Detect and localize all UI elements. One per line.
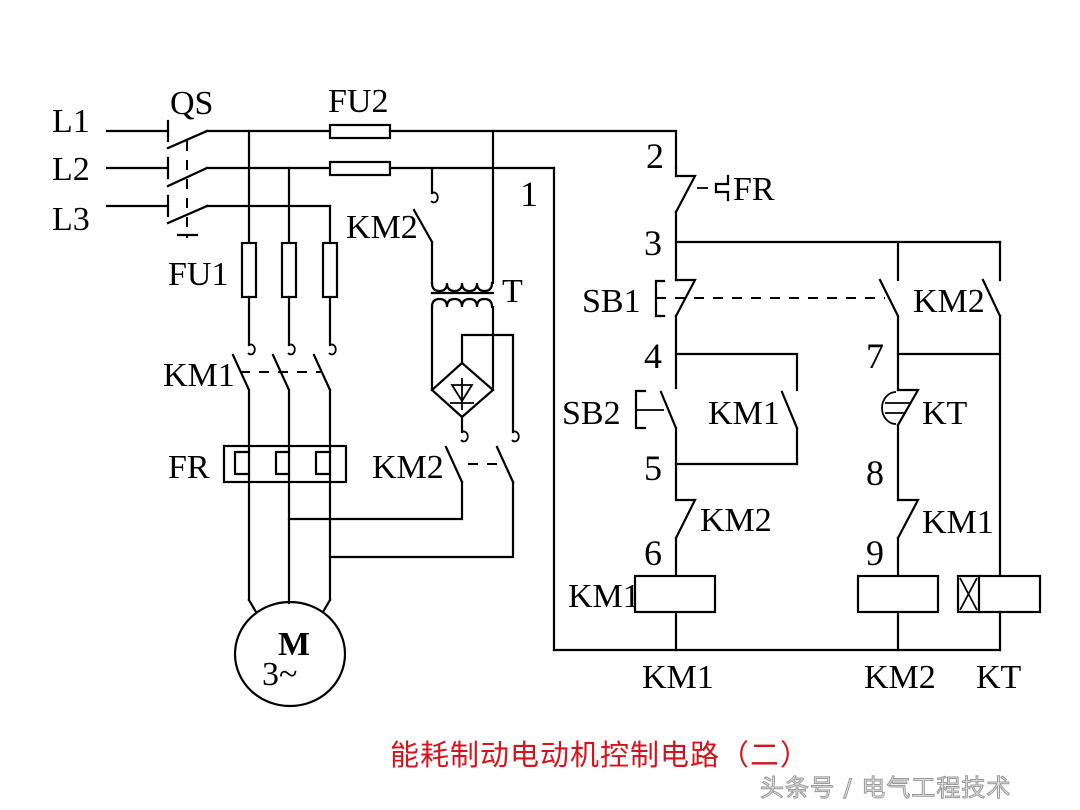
- node-6: 6: [644, 533, 662, 573]
- fu1-fuse-l2: [280, 241, 298, 299]
- label-km1-main: KM1: [163, 357, 235, 394]
- fu2-fuses: FU2 1: [328, 83, 678, 652]
- label-fu2: FU2: [328, 83, 388, 120]
- label-fr-contact: FR: [733, 171, 775, 208]
- label-fr-main: FR: [168, 449, 210, 486]
- fu1-fuse-l3: [321, 241, 339, 299]
- control-km1-branch: 2 FR 3 SB1 4 SB2 KM1 5 KM2 6 K: [562, 136, 1002, 696]
- label-transformer: T: [502, 273, 523, 310]
- label-qs: QS: [170, 85, 213, 122]
- node-5: 5: [644, 448, 662, 488]
- main-power-circuit: FU1 KM1 FR M 3~: [163, 129, 348, 708]
- label-kt-contact: KT: [922, 395, 968, 432]
- watermark: 头条号 / 电气工程技术: [759, 774, 1012, 803]
- label-km1-coil-left: KM1: [568, 578, 640, 615]
- label-km1-interlock: KM1: [922, 504, 994, 541]
- label-l2: L2: [52, 151, 90, 188]
- control-km2-branch: KM2 7 KT 8 KM1 9 KM2 KT: [552, 240, 1042, 696]
- label-sb1: SB1: [582, 283, 641, 320]
- label-km2-hold: KM2: [913, 283, 985, 320]
- km1-coil: [633, 574, 717, 614]
- label-km2-dc: KM2: [372, 449, 444, 486]
- motor: [233, 600, 347, 708]
- node-9: 9: [866, 533, 884, 573]
- km2-coil: [856, 574, 940, 614]
- node-2: 2: [646, 136, 664, 176]
- dc-braking-circuit: KM2 T KM2: [287, 129, 523, 559]
- label-fu1: FU1: [168, 256, 228, 293]
- motor-label-3phase: 3~: [262, 656, 297, 693]
- label-km2-interlock: KM2: [700, 502, 772, 539]
- node-8: 8: [866, 453, 884, 493]
- transformer-secondary: [430, 297, 494, 309]
- label-sb2: SB2: [562, 395, 621, 432]
- diagram-title: 能耗制动电动机控制电路（二）: [390, 738, 811, 772]
- label-l3: L3: [52, 201, 90, 238]
- label-l1: L1: [52, 103, 90, 140]
- label-km1-hold: KM1: [708, 395, 780, 432]
- node-7: 7: [866, 336, 884, 376]
- motor-label-m: M: [278, 626, 310, 663]
- kt-coil: [956, 574, 1042, 614]
- node-1: 1: [520, 174, 538, 214]
- fr-thermal-relay: [222, 444, 348, 484]
- coil-label-km1: KM1: [642, 659, 714, 696]
- coil-label-kt: KT: [976, 659, 1022, 696]
- label-km2-transformer: KM2: [346, 209, 418, 246]
- transformer-primary: [430, 281, 494, 293]
- fu1-fuse-l1: [240, 241, 258, 299]
- coil-label-km2: KM2: [864, 659, 936, 696]
- node-3: 3: [644, 223, 662, 263]
- supply-lines: L1 L2 L3: [52, 103, 170, 238]
- qs-isolator-switch: QS: [166, 85, 337, 238]
- node-4: 4: [644, 336, 662, 376]
